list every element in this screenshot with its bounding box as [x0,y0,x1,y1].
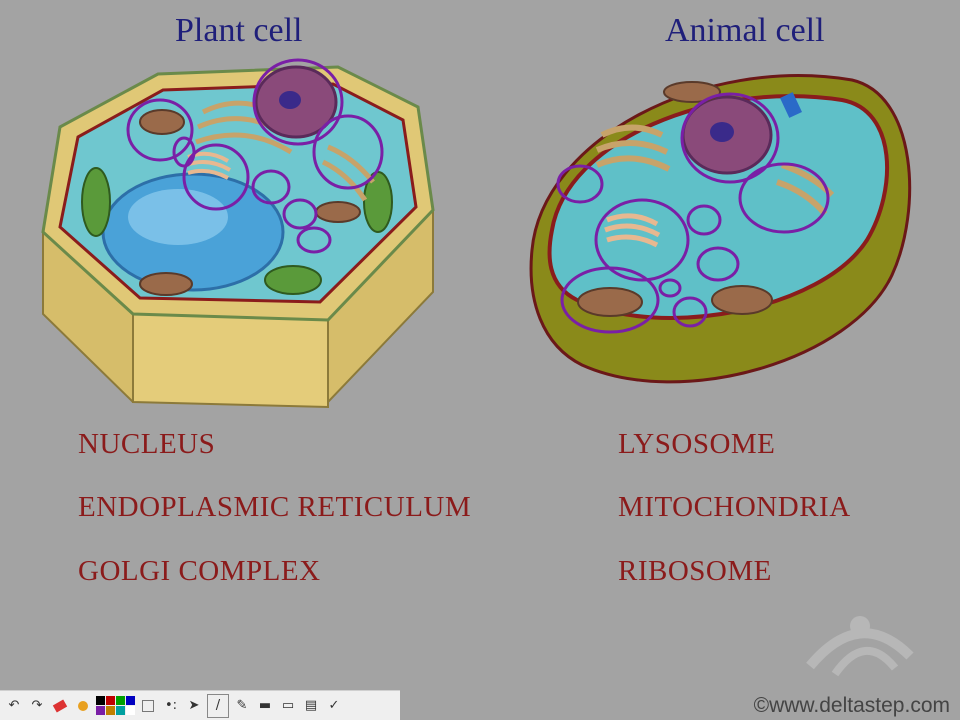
endoplasmic-reticulum [595,124,835,216]
color-swatch[interactable] [116,696,125,705]
shape-icon[interactable]: ▭ [281,698,295,713]
chloroplast [81,167,111,237]
mitochondrion [577,287,643,317]
cell-wall-front [132,312,329,409]
term-nucleus: NUCLEUS [78,428,216,460]
annotation-circles [126,58,384,254]
plant-cell-illustration [41,58,435,409]
term-ribosome: RIBOSOME [618,555,772,587]
settings-icon[interactable]: ✓ [328,698,340,713]
mitochondrion [139,272,193,296]
golgi-complex [604,213,661,248]
term-lysosome: LYSOSOME [618,428,776,460]
page-icon[interactable]: ▤ [304,698,318,713]
term-golgi-complex: GOLGI COMPLEX [78,555,321,587]
highlighter-icon[interactable]: ✎ [236,698,248,713]
color-swatch[interactable] [116,706,125,715]
plant-cell-title: Plant cell [175,12,303,49]
cytoplasm [547,94,890,320]
animal-cell-title: Animal cell [665,12,825,49]
mitochondrion [139,109,185,135]
pen-size-icon[interactable] [138,695,158,717]
pen-icon[interactable]: / [207,693,229,718]
color-swatch[interactable] [106,696,115,705]
term-endoplasmic-reticulum: ENDOPLASMIC RETICULUM [78,491,472,523]
eraser-icon[interactable] [50,695,70,717]
chloroplast [264,265,322,295]
annotation-circles [556,92,830,334]
color-swatch[interactable] [126,696,135,705]
mitochondrion [663,81,721,103]
color-swatch[interactable] [106,706,115,715]
centriole [780,92,802,118]
footer-url: ©www.deltastep.com [753,694,950,717]
mitochondrion [711,285,773,315]
redo-icon[interactable]: ↷ [31,698,43,713]
animal-cell-illustration [529,74,912,384]
drawing-toolbar: ↶ ↷ •: ➤ / ✎ ▬ ▭ ▤ ✓ [0,690,400,720]
color-swatch[interactable] [126,706,135,715]
line-icon[interactable]: ▬ [258,698,272,713]
undo-icon[interactable]: ↶ [8,698,20,713]
color-swatch[interactable] [96,696,105,705]
endoplasmic-reticulum [195,100,375,202]
paint-icon[interactable] [73,695,93,717]
pointer-icon[interactable]: ➤ [188,698,200,713]
mitochondrion [315,201,361,223]
term-mitochondria: MITOCHONDRIA [618,491,851,523]
color-swatch[interactable] [96,706,105,715]
color-palette[interactable] [96,696,135,715]
watermark-logo [806,616,914,677]
dots-icon[interactable]: •: [164,698,178,713]
